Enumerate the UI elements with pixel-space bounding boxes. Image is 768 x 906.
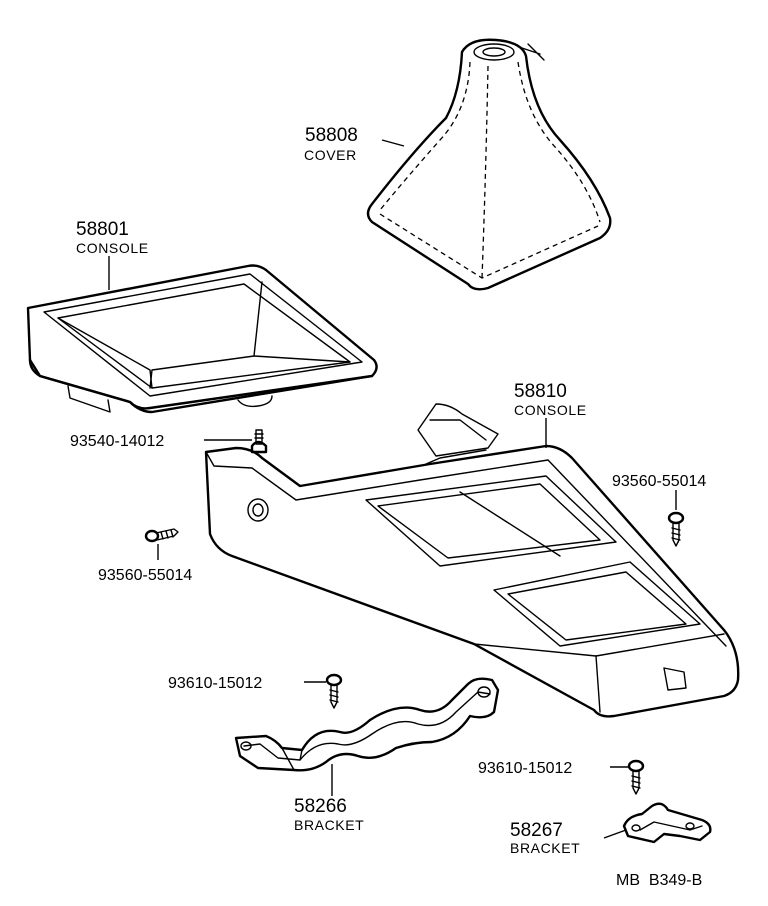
cover-part-name: COVER (304, 147, 357, 163)
bracket-a-part-name: BRACKET (294, 817, 364, 833)
bracket-b-drawing (622, 802, 712, 844)
diagram-reference-code: MB B349-B (616, 872, 702, 889)
bracket-b-part-name: BRACKET (510, 840, 580, 856)
screw-bracket-a-part-number: 93610-15012 (168, 675, 262, 692)
screw-right-part-number: 93560-55014 (612, 473, 706, 490)
console-upper-part-name: CONSOLE (76, 240, 149, 256)
screw-bracket-b-drawing (627, 759, 645, 795)
screw-bracket-b-part-number: 93610-15012 (478, 760, 572, 777)
console-upper-part-number: 58801 (76, 219, 129, 240)
leader-cover (381, 139, 405, 147)
console-lower-drawing (204, 403, 740, 718)
screw-left-drawing (144, 528, 179, 543)
bracket-a-part-number: 58266 (294, 796, 347, 817)
screw-bracket-a-drawing (325, 673, 343, 709)
console-lower-part-number: 58810 (514, 381, 567, 402)
console-lower-part-name: CONSOLE (514, 402, 587, 418)
bracket-b-part-number: 58267 (510, 820, 563, 841)
cover-part-number: 58808 (305, 125, 358, 146)
screw-center-drawing (250, 429, 268, 454)
screw-left-part-number: 93560-55014 (98, 567, 192, 584)
screw-right-drawing (667, 511, 685, 547)
console-upper-drawing (26, 264, 378, 414)
bracket-a-drawing (234, 677, 500, 772)
screw-center-part-number: 93540-14012 (70, 433, 164, 450)
leader-bracket-b (603, 829, 627, 839)
cover-drawing (366, 38, 612, 291)
